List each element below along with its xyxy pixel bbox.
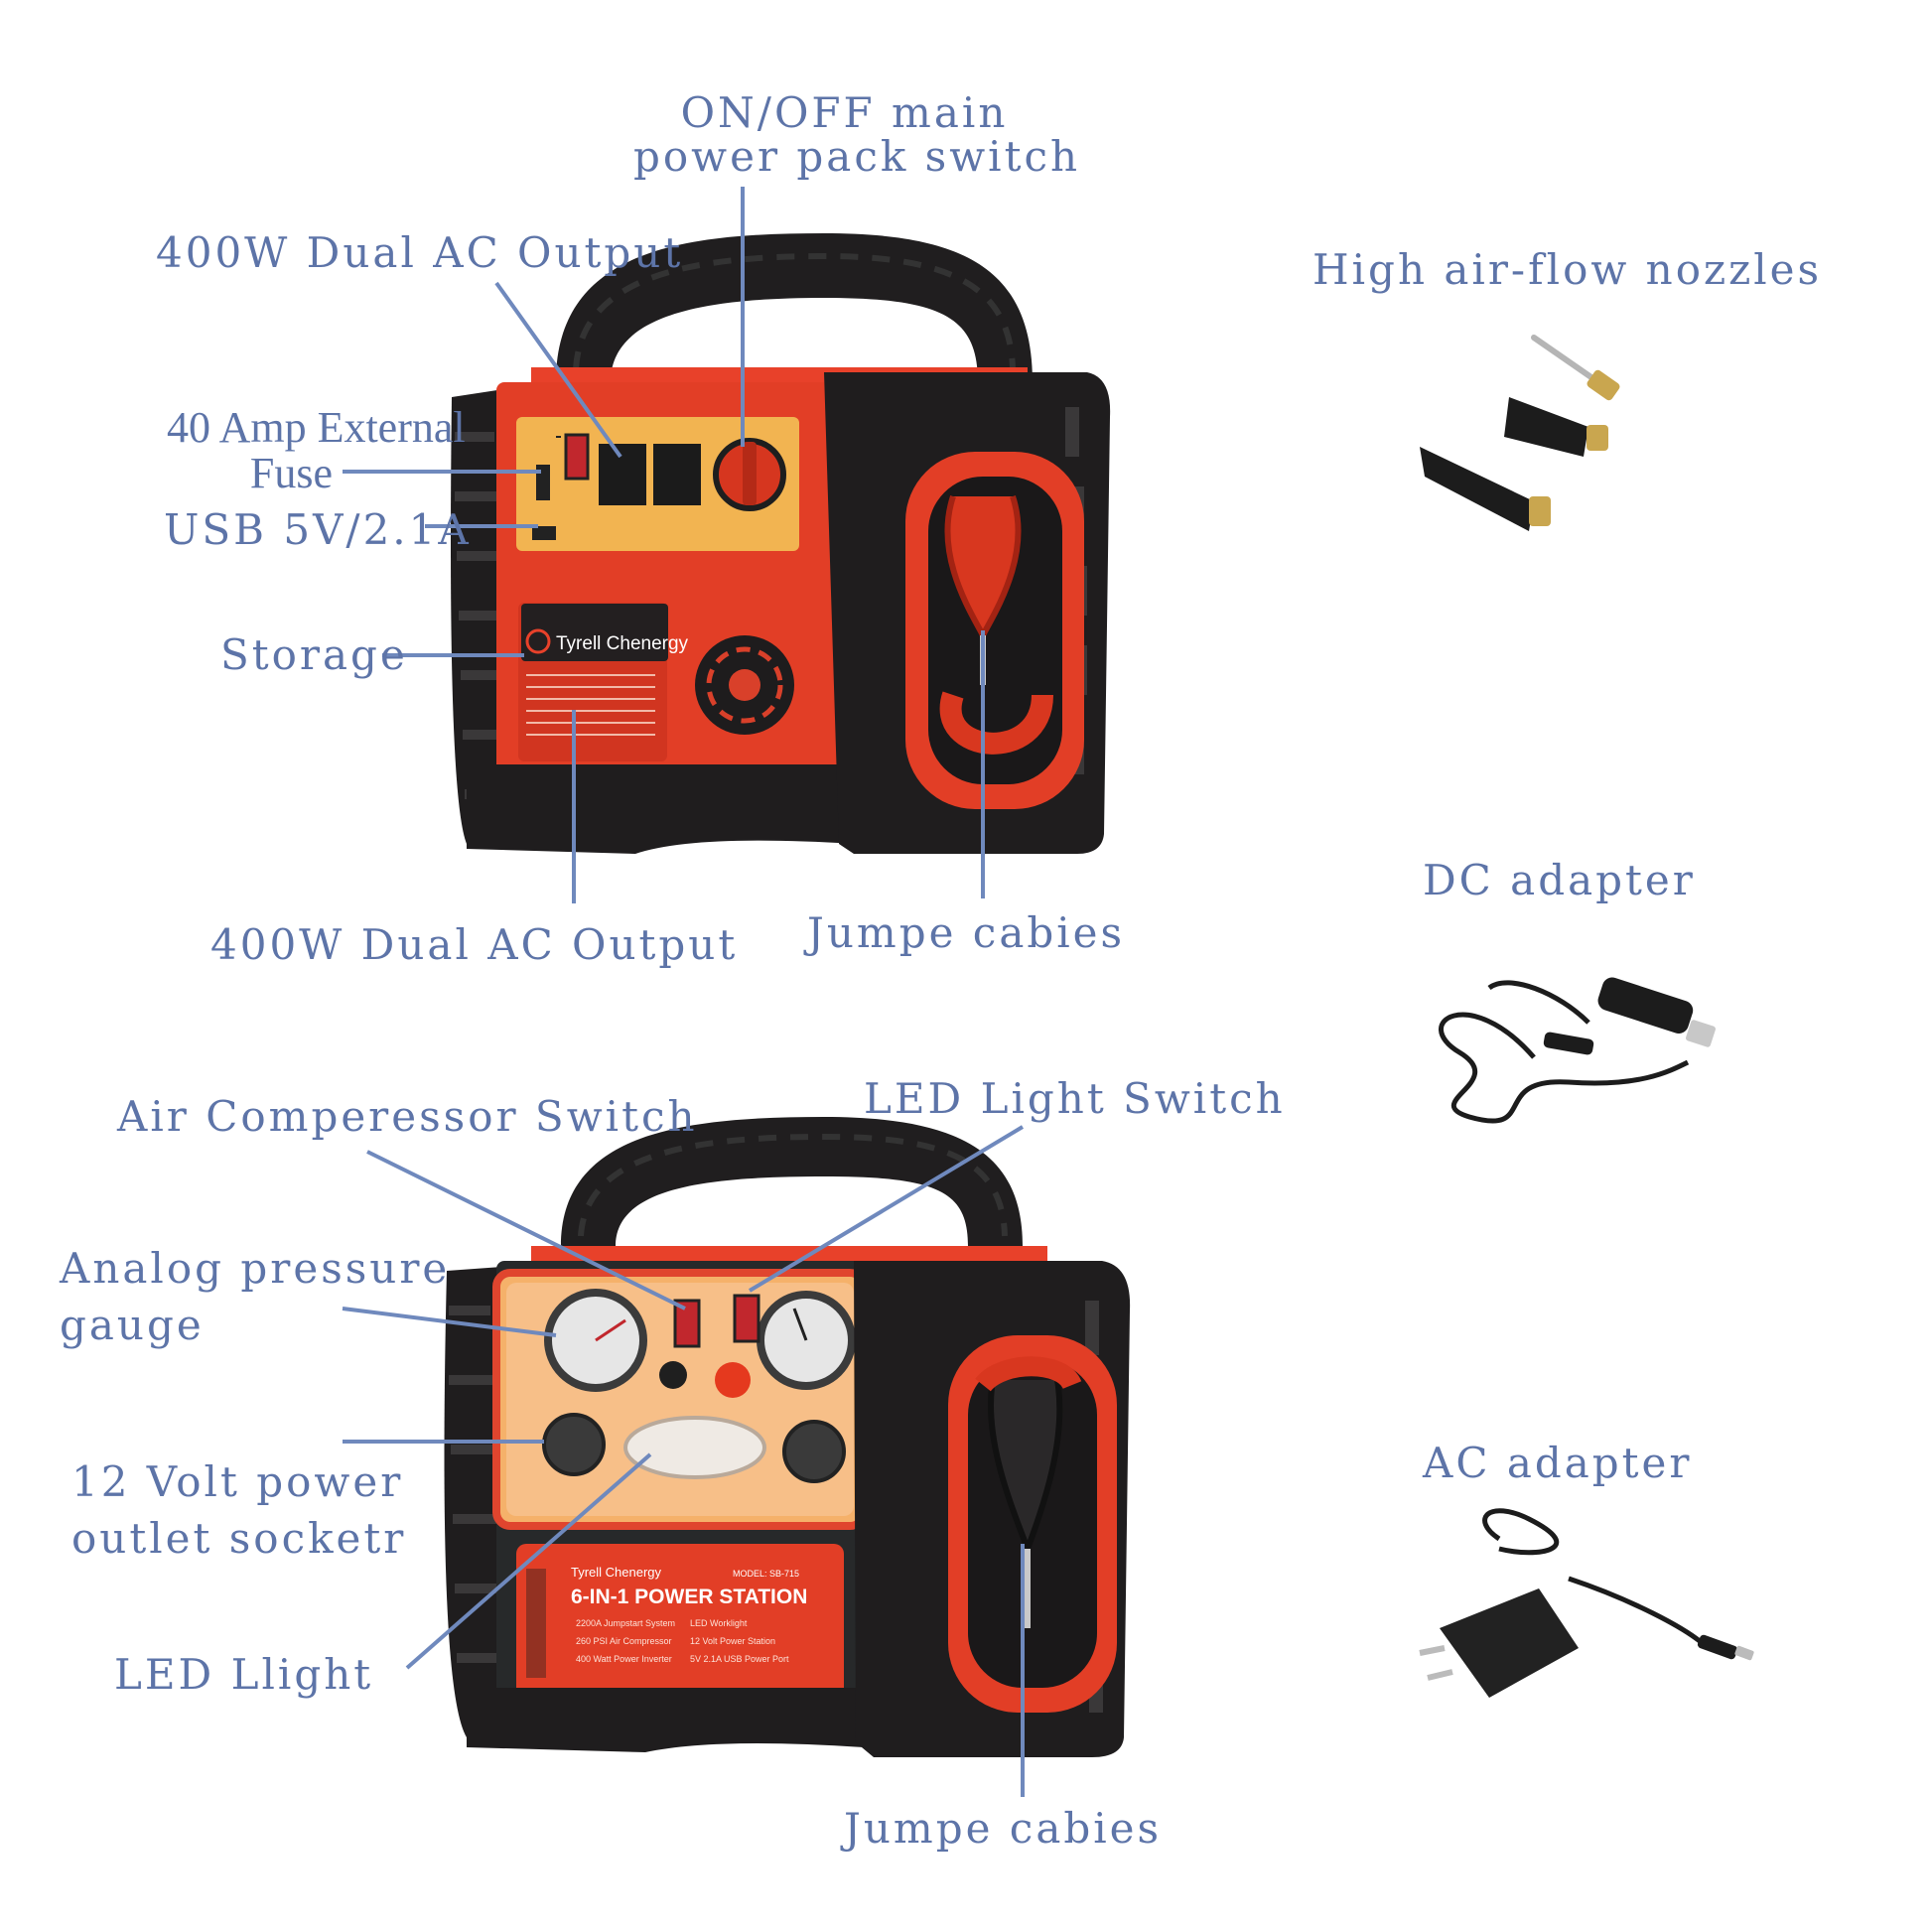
pressure-gauge-label: Analog pressure gauge <box>60 1241 450 1353</box>
feature-2: LED Worklight <box>690 1618 748 1628</box>
feature-3: 260 PSI Air Compressor <box>576 1636 672 1646</box>
dc-adapter-label: DC adapter <box>1423 856 1696 904</box>
external-fuse-label-line1: 40 Amp External <box>167 403 466 452</box>
feature-6: 5V 2.1A USB Power Port <box>690 1654 789 1664</box>
dual-ac-output-label-bottom: 400W Dual AC Output <box>210 920 739 969</box>
external-fuse-label: 40 Amp External Fuse <box>167 403 466 498</box>
dc-adapter-image <box>1439 977 1716 1124</box>
power-station-bottom-image: Tyrell Chenergy MODEL: SB-715 6-IN-1 POW… <box>444 1117 1131 1757</box>
ac-adapter-label: AC adapter <box>1423 1439 1693 1487</box>
jumper-cables-label-bottom: Jumpe cabies <box>844 1804 1163 1853</box>
storage-brand-text: Tyrell Chenergy <box>556 633 689 654</box>
ac-adapter-image <box>1419 1508 1754 1698</box>
usb-port-label: USB 5V/2.1A <box>164 505 472 554</box>
on-off-switch-label: ON/OFF main power pack switch <box>633 88 1081 182</box>
power-station-top-image: Tyrell Chenergy <box>451 233 1111 854</box>
air-nozzles-image <box>1420 335 1620 531</box>
power-socket-label-line1: 12 Volt power <box>71 1457 404 1506</box>
leader-lines <box>342 187 1025 1797</box>
panel-brand-text: Tyrell Chenergy <box>571 1565 662 1580</box>
led-light-label: LED Llight <box>114 1650 374 1699</box>
jumper-cables-label-top: Jumpe cabies <box>807 908 1126 957</box>
panel-title-text: 6-IN-1 POWER STATION <box>571 1586 807 1608</box>
air-nozzles-label: High air-flow nozzles <box>1312 245 1823 294</box>
power-socket-label: 12 Volt power outlet socketr <box>71 1454 406 1567</box>
air-compressor-switch-label: Air Comperessor Switch <box>117 1092 698 1141</box>
dual-ac-output-label-top: 400W Dual AC Output <box>156 228 684 277</box>
on-off-switch-label-line1: ON/OFF main <box>680 88 1009 137</box>
pressure-gauge-label-line1: Analog pressure <box>60 1244 451 1293</box>
led-light-switch-label: LED Light Switch <box>864 1074 1286 1123</box>
external-fuse-label-line2: Fuse <box>249 449 333 498</box>
storage-label: Storage <box>220 630 408 679</box>
on-off-switch-label-line2: power pack switch <box>633 132 1081 182</box>
panel-model-text: MODEL: SB-715 <box>733 1569 799 1579</box>
feature-5: 400 Watt Power Inverter <box>576 1654 672 1664</box>
feature-1: 2200A Jumpstart System <box>576 1618 675 1628</box>
feature-4: 12 Volt Power Station <box>690 1636 775 1646</box>
pressure-gauge-label-line2: gauge <box>60 1300 205 1349</box>
power-socket-label-line2: outlet socketr <box>71 1513 407 1563</box>
